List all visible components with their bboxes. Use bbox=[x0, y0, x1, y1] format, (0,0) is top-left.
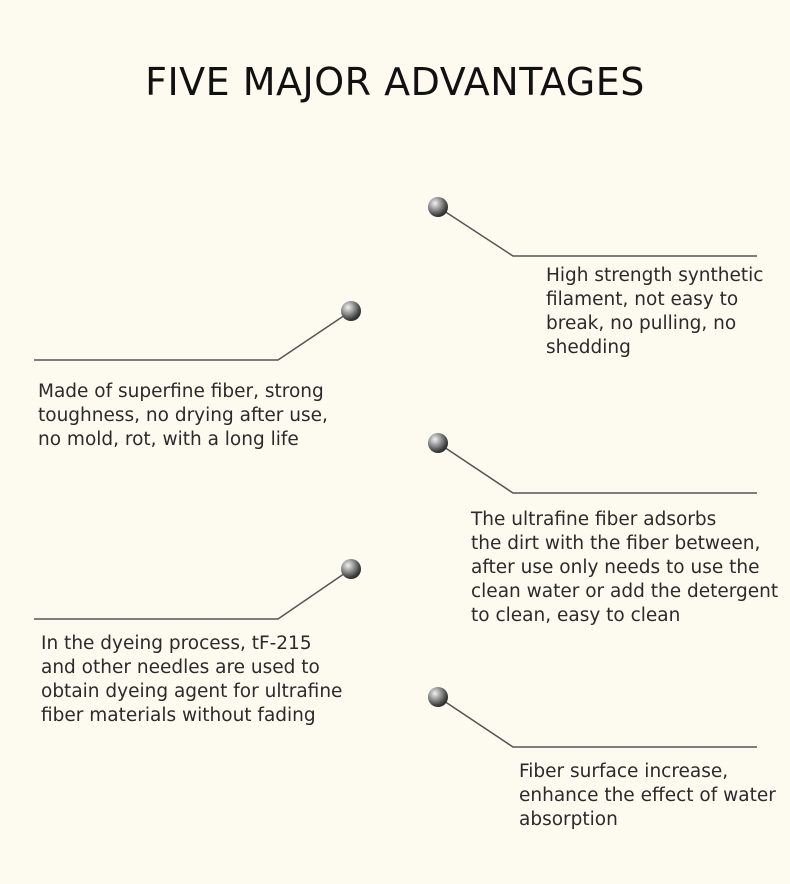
connector-1 bbox=[428, 197, 757, 257]
advantage-text-3: The ultrafine fiber adsorbs the dirt wit… bbox=[471, 509, 779, 626]
bullet-dot-5 bbox=[428, 687, 448, 707]
bullet-dot-3 bbox=[428, 433, 448, 453]
advantage-text-5: Fiber surface increase, enhance the effe… bbox=[519, 761, 776, 830]
bullet-dot-2 bbox=[341, 301, 361, 321]
connector-2 bbox=[34, 301, 361, 361]
advantage-text-4: In the dyeing process, tF-215 and other … bbox=[41, 633, 343, 726]
connector-line-1 bbox=[437, 206, 757, 257]
connector-5 bbox=[428, 687, 757, 748]
connector-line-2 bbox=[34, 310, 352, 361]
connector-line-3 bbox=[437, 442, 757, 494]
connector-4 bbox=[34, 559, 361, 620]
page-title: FIVE MAJOR ADVANTAGES bbox=[145, 60, 645, 104]
advantage-text-2: Made of superfine fiber, strong toughnes… bbox=[38, 381, 328, 450]
bullet-dot-1 bbox=[428, 197, 448, 217]
connector-line-5 bbox=[437, 696, 757, 748]
connector-line-4 bbox=[34, 568, 352, 620]
bullet-dot-4 bbox=[341, 559, 361, 579]
advantage-text-1: High strength synthetic filament, not ea… bbox=[546, 265, 764, 358]
connector-3 bbox=[428, 433, 757, 494]
